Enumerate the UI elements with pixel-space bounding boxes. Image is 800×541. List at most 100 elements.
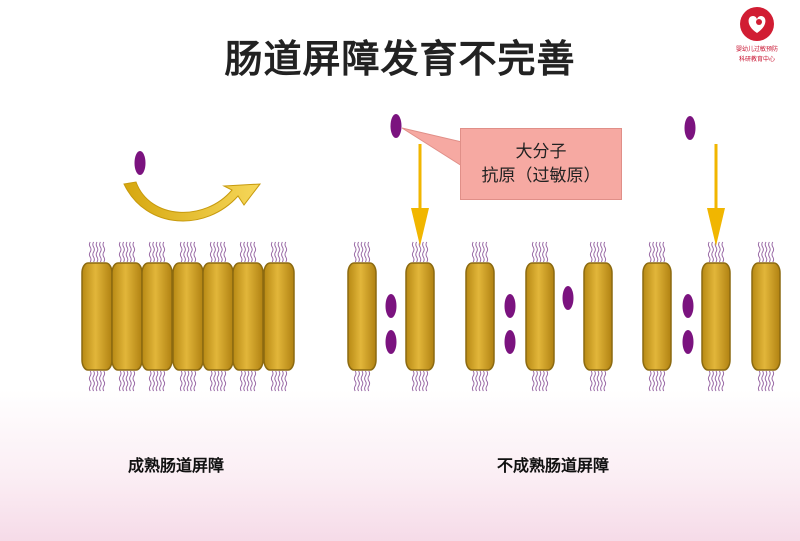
mature-cell-6-bottom-villi — [239, 370, 257, 392]
villus-strand — [357, 241, 360, 263]
immature-cell-5 — [583, 262, 613, 371]
mature-cell-3 — [141, 262, 173, 371]
villus-strand — [357, 370, 360, 392]
villus-strand — [478, 370, 482, 392]
villus-strand — [538, 370, 542, 392]
villus-strand — [531, 241, 535, 263]
villus-strand — [771, 370, 775, 392]
villus-strand — [216, 241, 220, 263]
villus-strand — [478, 241, 482, 263]
villus-strand — [281, 241, 284, 263]
immature-cell-8-bottom-villi — [757, 370, 775, 392]
villus-strand — [159, 241, 162, 263]
villus-strand — [216, 370, 220, 392]
antigen-gap-6 — [682, 294, 694, 318]
villus-strand — [411, 370, 415, 392]
villus-strand — [422, 370, 425, 392]
villus-strand — [655, 241, 659, 263]
villus-strand — [768, 241, 771, 263]
villus-strand — [475, 241, 478, 263]
mature-cell-5-bottom-villi — [209, 370, 227, 392]
villus-strand — [364, 370, 367, 392]
villus-strand — [118, 370, 122, 392]
antigen-gap-2 — [385, 330, 397, 354]
villus-strand — [274, 241, 277, 263]
villus-strand — [190, 370, 193, 392]
logo-text-line2: 科研教育中心 — [738, 56, 775, 63]
antigen-callout: 大分子 抗原（过敏原） — [460, 128, 622, 200]
villus-strand — [223, 241, 227, 263]
villus-strand — [125, 241, 129, 263]
antigen-gap-4 — [504, 330, 516, 354]
villus-strand — [190, 241, 193, 263]
antigen-gap-7 — [682, 330, 694, 354]
villus-strand — [152, 370, 155, 392]
villus-strand — [757, 370, 761, 392]
villus-strand — [239, 241, 243, 263]
villus-strand — [655, 370, 659, 392]
immature-cell-7-bottom-villi — [707, 370, 725, 392]
mature-cell-3-top-villi — [148, 241, 166, 263]
villus-strand — [179, 370, 183, 392]
villus-strand — [596, 241, 600, 263]
immature-cell-2 — [405, 262, 435, 371]
villus-strand — [415, 241, 418, 263]
mature-cell-7-top-villi — [270, 241, 288, 263]
villus-strand — [250, 370, 253, 392]
villus-strand — [485, 370, 489, 392]
villus-strand — [243, 241, 246, 263]
immature-cell-5-bottom-villi — [589, 370, 607, 392]
villus-strand — [535, 241, 538, 263]
immature-cell-4-bottom-villi — [531, 370, 549, 392]
villus-strand — [223, 370, 227, 392]
immature-cell-4-top-villi — [531, 241, 549, 263]
immature-cell-6-top-villi — [648, 241, 666, 263]
villus-strand — [600, 370, 603, 392]
villus-strand — [213, 370, 216, 392]
mature-cell-2-bottom-villi — [118, 370, 136, 392]
mature-cell-4-top-villi — [179, 241, 197, 263]
villus-strand — [183, 370, 186, 392]
heart-logo-icon — [740, 7, 774, 41]
villus-strand — [183, 241, 186, 263]
penetration-arrow-2 — [707, 144, 725, 246]
mature-cell-4 — [172, 262, 204, 371]
villus-strand — [364, 241, 367, 263]
antigen-entering-2 — [684, 116, 696, 140]
villus-strand — [353, 370, 357, 392]
villus-strand — [593, 370, 596, 392]
villus-strand — [425, 241, 429, 263]
villus-strand — [209, 370, 213, 392]
mature-cell-2 — [111, 262, 143, 371]
villus-strand — [118, 241, 122, 263]
immature-cell-5-top-villi — [589, 241, 607, 263]
immature-cell-1-bottom-villi — [353, 370, 371, 392]
villus-strand — [542, 241, 545, 263]
villus-strand — [475, 370, 478, 392]
villus-strand — [270, 370, 274, 392]
villus-strand — [764, 241, 768, 263]
villus-strand — [129, 241, 132, 263]
villus-strand — [102, 370, 106, 392]
villus-strand — [531, 370, 535, 392]
villus-strand — [662, 241, 666, 263]
mature-cell-1 — [81, 262, 113, 371]
mature-cell-7-bottom-villi — [270, 370, 288, 392]
villus-strand — [367, 370, 371, 392]
mature-cell-5 — [202, 262, 234, 371]
immature-cell-7 — [701, 262, 731, 371]
mature-cell-3-bottom-villi — [148, 370, 166, 392]
antigen-gap-5 — [562, 286, 574, 310]
immature-cell-7-top-villi — [707, 241, 725, 263]
immature-cell-1 — [347, 262, 377, 371]
villus-strand — [707, 370, 711, 392]
caption-immature-barrier: 不成熟肠道屏障 — [497, 456, 610, 475]
immature-cell-3 — [465, 262, 495, 371]
villus-strand — [648, 370, 652, 392]
villus-strand — [600, 241, 603, 263]
villus-strand — [422, 241, 425, 263]
immature-cell-2-bottom-villi — [411, 370, 429, 392]
villus-strand — [179, 241, 183, 263]
villus-strand — [213, 241, 216, 263]
villus-strand — [148, 241, 152, 263]
